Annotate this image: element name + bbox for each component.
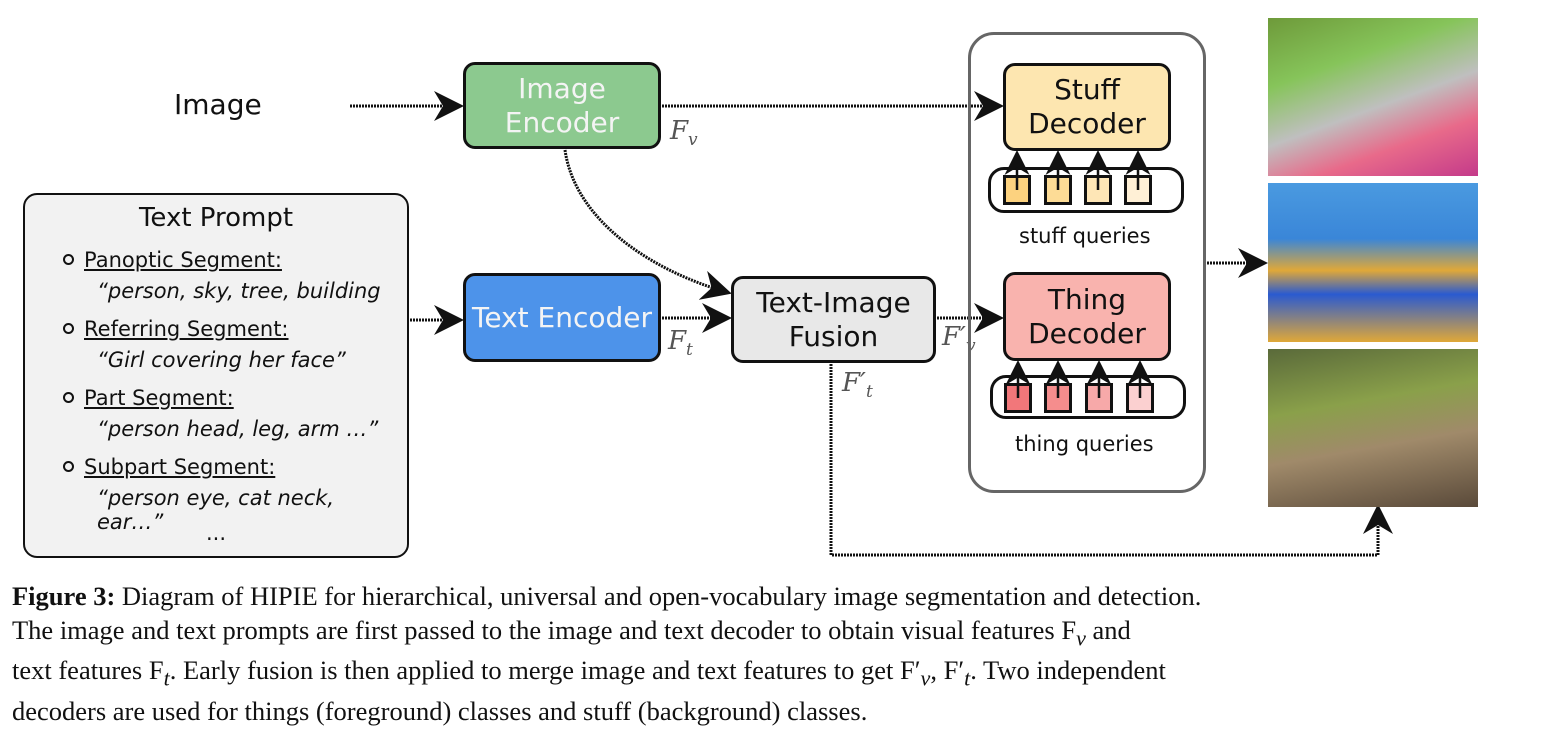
prompt-item-subpart: Subpart Segment: (63, 455, 275, 479)
query-arrows (1004, 150, 1153, 398)
caption-label: Figure 3: (12, 581, 116, 611)
prompt-example: “person eye, cat neck, ear…” (97, 486, 335, 534)
image-encoder-block: Image Encoder (463, 62, 661, 149)
arrow-fusion-to-output (829, 364, 1393, 557)
prompt-example: “person, sky, tree, building (97, 279, 381, 303)
prompt-item-part: Part Segment: (63, 386, 234, 410)
connector-arrows (350, 91, 1393, 557)
panoptic-result-image (1268, 18, 1478, 176)
text-prompt-title: Text Prompt (138, 203, 294, 233)
bullet-icon (63, 392, 74, 403)
text-encoder-block: Text Encoder (463, 273, 661, 362)
part-segmentation-result-image (1268, 183, 1478, 342)
bullet-icon (63, 461, 74, 472)
image-input-label: Image (174, 88, 262, 121)
referring-result-image (1268, 349, 1478, 507)
prompt-item-panoptic: Panoptic Segment: (63, 248, 282, 272)
prompt-item-referring: Referring Segment: (63, 317, 289, 341)
stuff-queries-label: stuff queries (1019, 224, 1151, 248)
stuff-decoder-block: Stuff Decoder (1003, 63, 1171, 151)
thing-decoder-block: Thing Decoder (1003, 272, 1171, 361)
arrow-image-encoder-to-fusion (563, 149, 732, 300)
prompt-example: “Girl covering her face” (97, 348, 346, 372)
bullet-icon (63, 323, 74, 334)
ft-symbol: Ft (668, 326, 693, 361)
fusion-block: Text-Image Fusion (731, 276, 936, 363)
fv-symbol: Fv (670, 116, 698, 151)
figure-caption: Figure 3: Diagram of HIPIE for hierarchi… (12, 581, 1202, 727)
text-prompt-panel: Text Prompt Panoptic Segment: “person, s… (23, 193, 409, 558)
prompt-ellipsis: ... (205, 521, 227, 545)
decoder-container (968, 32, 1206, 493)
thing-queries-label: thing queries (1015, 432, 1154, 456)
bullet-icon (63, 254, 74, 265)
prompt-example: “person head, leg, arm …” (97, 417, 379, 441)
ft-prime-symbol: F′t (842, 368, 873, 403)
